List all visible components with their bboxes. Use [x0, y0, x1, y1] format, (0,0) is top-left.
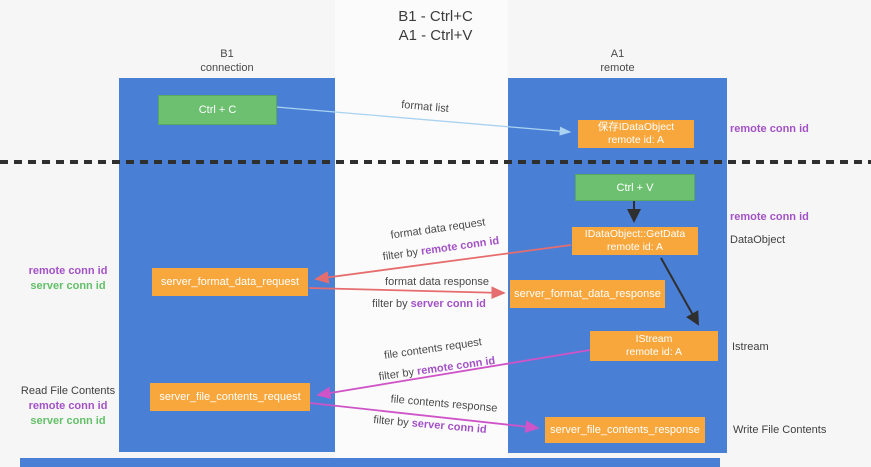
- istream-line1: IStream: [635, 333, 673, 345]
- left-conn-id-block-bottom: Read File Contents remote conn id server…: [16, 384, 120, 429]
- ctrl-c-node: Ctrl + C: [158, 95, 277, 125]
- bottom-lane-strip: [20, 458, 720, 467]
- getdata-line2: remote id: A: [606, 241, 664, 253]
- save-idataobject-line1: 保存IDataObject: [597, 121, 675, 133]
- istream-line2: remote id: A: [625, 346, 683, 358]
- save-idataobject-line2: remote id: A: [607, 134, 665, 146]
- dataobject-annotation: DataObject: [730, 234, 786, 246]
- filter-by-prefix: filter by: [372, 298, 411, 310]
- read-file-contents-annotation: Read File Contents: [20, 385, 116, 397]
- remote-conn-id-annotation-top: remote conn id: [730, 123, 809, 135]
- getdata-line1: IDataObject::GetData: [584, 228, 686, 240]
- server-format-data-response-label: server_format_data_response: [514, 288, 661, 300]
- server-conn-id-highlight: server conn id: [410, 298, 486, 310]
- ctrl-v-node: Ctrl + V: [575, 174, 695, 201]
- server-format-data-request-node: server_format_data_request: [152, 268, 308, 296]
- format-data-response-edge-label: format data response: [385, 276, 489, 288]
- server-format-data-request-label: server_format_data_request: [160, 276, 300, 288]
- left-lane-name: B1: [220, 48, 234, 60]
- title-line-a1: A1 - Ctrl+V: [398, 27, 473, 44]
- ctrl-v-label: Ctrl + V: [616, 181, 654, 194]
- istream-annotation: Istream: [732, 341, 769, 353]
- filter-by-server-conn-id-label-1: filter by server conn id: [372, 298, 486, 310]
- left-lane-header: B1 connection: [119, 47, 335, 75]
- remote-conn-id-annotation-mid: remote conn id: [730, 211, 809, 223]
- server-conn-id-annotation-left: server conn id: [30, 280, 106, 292]
- server-file-contents-response-node: server_file_contents_response: [545, 417, 705, 443]
- right-lane-name: A1: [610, 48, 625, 60]
- diagram-title: B1 - Ctrl+C A1 - Ctrl+V: [0, 7, 871, 45]
- ctrl-c-label: Ctrl + C: [198, 104, 237, 116]
- right-lane-role: remote: [600, 62, 635, 74]
- server-file-contents-request-node: server_file_contents_request: [150, 383, 310, 411]
- server-file-contents-request-label: server_file_contents_request: [159, 391, 301, 403]
- server-conn-id-annotation-left2: server conn id: [30, 415, 106, 427]
- remote-conn-id-annotation-left: remote conn id: [28, 265, 108, 277]
- title-line-b1: B1 - Ctrl+C: [398, 8, 473, 25]
- save-idataobject-node: 保存IDataObject remote id: A: [578, 120, 694, 148]
- remote-conn-id-annotation-left2: remote conn id: [28, 400, 108, 412]
- left-lane-role: connection: [200, 62, 254, 74]
- idataobject-getdata-node: IDataObject::GetData remote id: A: [572, 227, 698, 255]
- server-file-contents-response-label: server_file_contents_response: [550, 424, 700, 436]
- phase-separator-dashed-line: [0, 160, 871, 164]
- write-file-contents-annotation: Write File Contents: [733, 424, 827, 436]
- right-lane-header: A1 remote: [508, 47, 727, 75]
- istream-node: IStream remote id: A: [590, 331, 718, 361]
- server-format-data-response-node: server_format_data_response: [510, 280, 665, 308]
- left-conn-id-block-top: remote conn id server conn id: [16, 264, 120, 294]
